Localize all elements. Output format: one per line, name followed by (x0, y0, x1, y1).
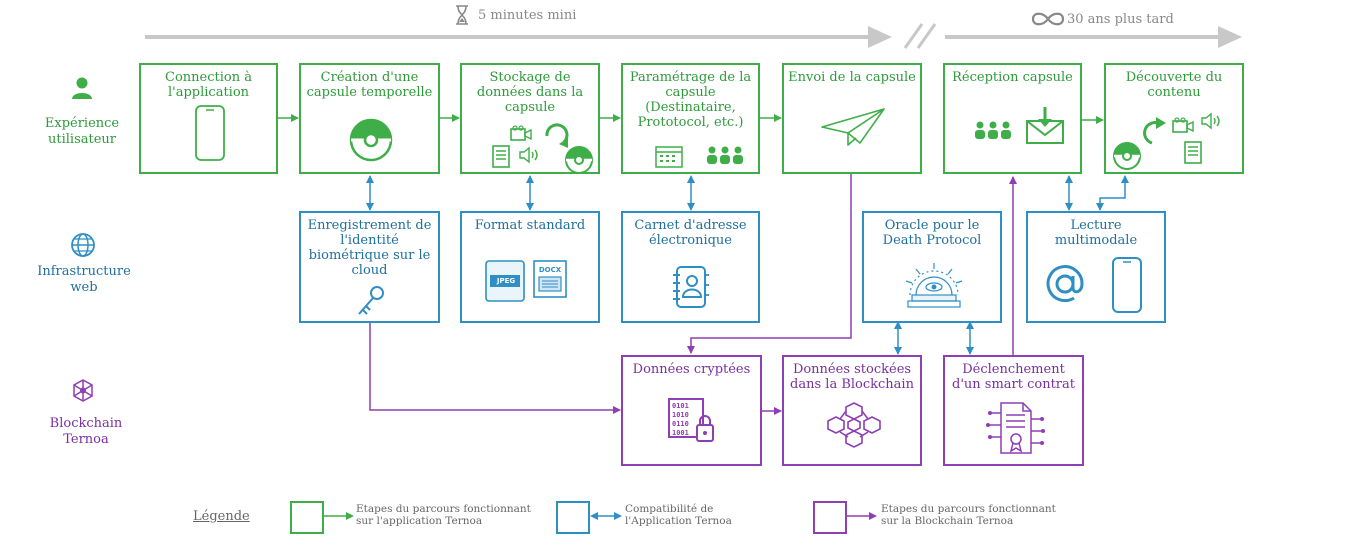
smart-contract-icon (986, 402, 1045, 454)
step-decouverte: Découverte du contenu (1104, 63, 1244, 174)
step-connection-title: Connection à l'application (165, 70, 252, 100)
step-creation: Création d'une capsule temporelle (299, 63, 440, 174)
chain-declenchement-title: Déclenchement d'un smart contrat (952, 362, 1075, 392)
legend-purple-arrow (847, 512, 877, 520)
step-connection: Connection à l'application (139, 63, 278, 174)
video-icon (510, 125, 532, 141)
at-sign-icon (1046, 265, 1084, 303)
redo-icon (545, 123, 569, 148)
legend-purple-text: Etapes du parcours fonctionnant sur la B… (881, 503, 1056, 527)
web-enregistrement: Enregistrement de l'identité biométrique… (299, 211, 440, 323)
document-icon (1184, 141, 1202, 164)
step-parametrage-title: Paramétrage de la capsule (Destinataire,… (629, 70, 752, 130)
smartphone-icon (195, 105, 225, 161)
docx-file-icon (533, 260, 567, 298)
capsule-icon (565, 146, 593, 174)
legend-green-swatch (290, 501, 324, 534)
document-icon (492, 145, 510, 168)
web-oracle: Oracle pour le Death Protocol (862, 211, 1002, 323)
blockchain-icon (73, 379, 93, 402)
capsule-icon (1113, 142, 1141, 170)
user-icon (72, 77, 92, 99)
group-icon (707, 146, 743, 164)
legend-blue-swatch (556, 501, 590, 534)
chain-stockees-title: Données stockées dans la Blockchain (790, 362, 914, 392)
legend-purple-swatch (813, 501, 847, 534)
address-book-icon (673, 266, 709, 308)
timeline-right-label: 30 ans plus tard (1067, 12, 1174, 27)
paper-plane-icon (821, 108, 885, 146)
infinity-icon (1031, 12, 1065, 26)
legend-green-arrow (324, 512, 354, 520)
legend-blue-arrow (590, 512, 622, 520)
jpeg-file-icon (485, 260, 525, 302)
row-label-user: Expérience utilisateur (44, 116, 120, 147)
step-stockage-title: Stockage de données dans la capsule (476, 70, 584, 115)
svg-text:0110: 0110 (672, 420, 689, 428)
web-lecture-title: Lecture multimodale (1054, 218, 1138, 248)
step-reception-title: Réception capsule (952, 70, 1073, 85)
calendar-icon (655, 146, 683, 168)
group-icon (975, 121, 1011, 139)
legend-title: Légende (193, 509, 250, 524)
timeline-left-label: 5 minutes mini (478, 8, 577, 23)
docx-label: DOCX (538, 266, 562, 274)
web-format-title: Format standard (474, 218, 586, 233)
web-oracle-title: Oracle pour le Death Protocol (882, 218, 982, 248)
step-creation-title: Création d'une capsule temporelle (306, 70, 433, 100)
hourglass-icon (456, 5, 468, 25)
smartphone-icon (1112, 257, 1142, 313)
step-parametrage: Paramétrage de la capsule (Destinataire,… (621, 63, 760, 174)
chain-stockees: Données stockées dans la Blockchain (782, 355, 922, 466)
legend-green-text: Etapes du parcours fonctionnant sur l'ap… (356, 503, 531, 527)
svg-text:1010: 1010 (672, 411, 689, 419)
step-reception: Réception capsule (943, 63, 1082, 174)
web-lecture: Lecture multimodale (1026, 211, 1166, 323)
row-label-chain: Blockchain Ternoa (49, 416, 123, 447)
redo-icon (1143, 117, 1166, 145)
audio-icon (1201, 112, 1220, 130)
chain-declenchement: Déclenchement d'un smart contrat (943, 355, 1084, 466)
web-carnet: Carnet d'adresse électronique (621, 211, 760, 323)
step-decouverte-title: Découverte du contenu (1125, 70, 1223, 100)
globe-icon (71, 233, 95, 257)
blockchain-cubes-icon (827, 402, 881, 448)
svg-text:1001: 1001 (672, 429, 689, 437)
web-enregistrement-title: Enregistrement de l'identité biométrique… (307, 218, 432, 278)
step-envoi-title: Envoi de la capsule (788, 70, 916, 85)
capsule-icon (349, 118, 393, 162)
row-label-web: Infrastructure web (37, 264, 131, 295)
web-format: Format standard JPEG DOCX (460, 211, 600, 323)
svg-text:0101: 0101 (672, 402, 689, 410)
oracle-eye-icon (905, 263, 963, 308)
step-stockage: Stockage de données dans la capsule (460, 63, 600, 174)
key-icon (358, 286, 384, 315)
envelope-download-icon (1026, 107, 1064, 144)
jpeg-label: JPEG (496, 277, 516, 285)
chain-cryptees-title: Données cryptées (632, 362, 751, 377)
legend-blue-text: Compatibilité de l'Application Ternoa (625, 503, 732, 527)
web-carnet-title: Carnet d'adresse électronique (634, 218, 747, 248)
timeline (145, 23, 1242, 49)
audio-icon (519, 146, 538, 164)
step-envoi: Envoi de la capsule (782, 63, 922, 174)
video-icon (1172, 117, 1194, 133)
